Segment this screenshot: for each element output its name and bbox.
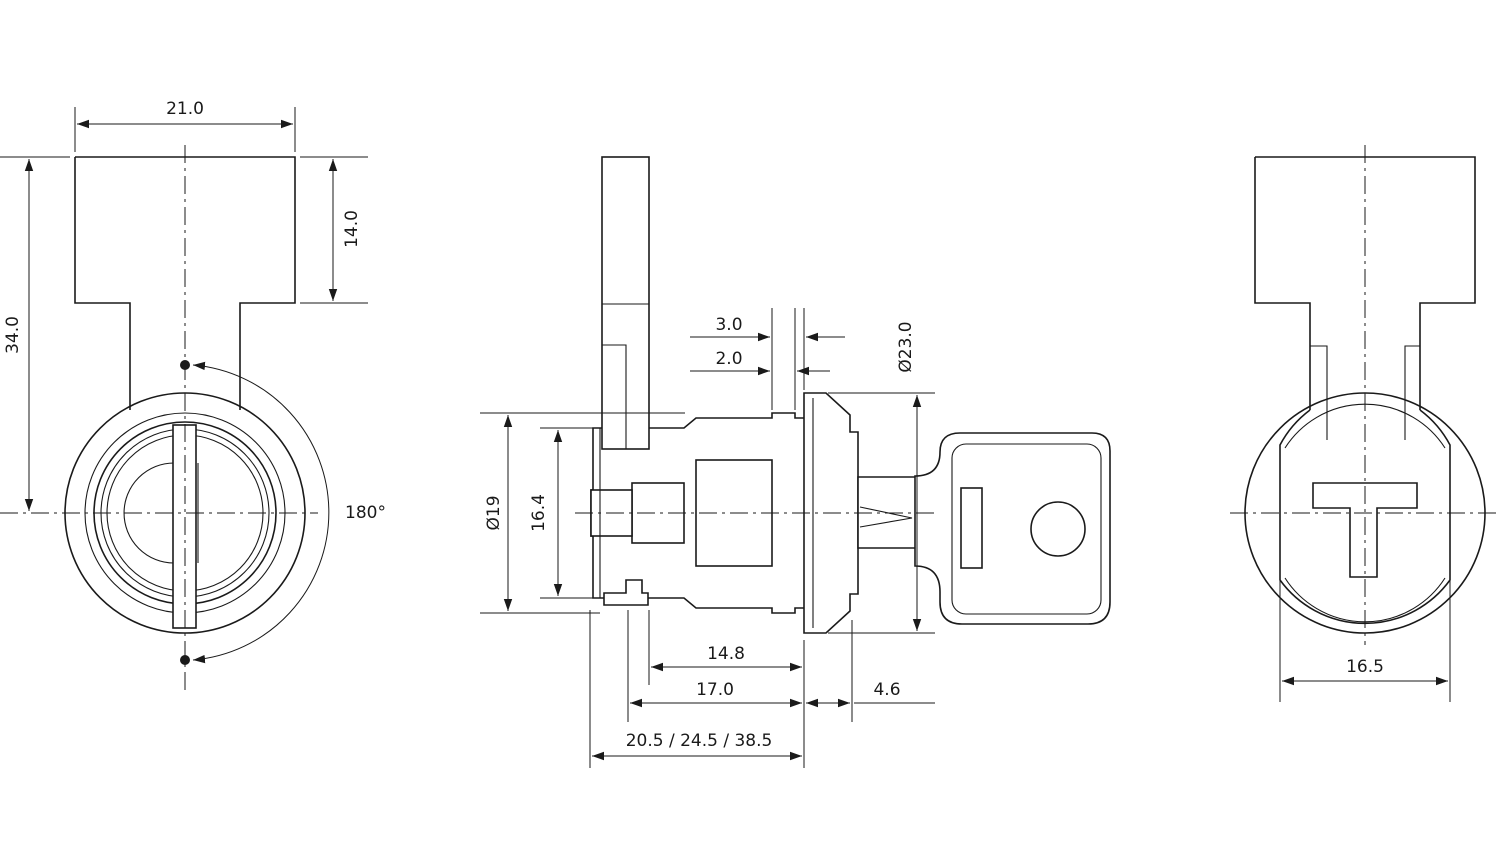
dim-side-thread: 16.4 [529, 494, 549, 532]
dim-rear-width: 16.5 [1346, 657, 1384, 677]
rotation-arc [192, 361, 330, 664]
dim-front-cam: 14.0 [342, 210, 362, 248]
front-pivot-bottom [180, 655, 190, 665]
rotation-label: 180° [345, 503, 386, 523]
dim-front-height: 34.0 [3, 316, 23, 354]
dim-side-170: 17.0 [696, 680, 734, 700]
dim-side-3: 3.0 [715, 315, 742, 335]
key-head [914, 432, 1111, 625]
dim-side-148: 14.8 [707, 644, 745, 664]
key-head-inner [951, 443, 1102, 615]
key-hole [1030, 501, 1086, 557]
dim-side-flange: Ø23.0 [896, 321, 916, 372]
side-view: 3.0 2.0 Ø23.0 Ø19 16.4 14.8 17.0 4.6 20.… [480, 156, 1111, 768]
front-view: 21.0 34.0 14.0 180° [0, 99, 386, 695]
key-slot [960, 487, 983, 569]
dim-side-46: 4.6 [873, 680, 900, 700]
dim-front-width: 21.0 [166, 99, 204, 119]
dim-side-lengths: 20.5 / 24.5 / 38.5 [626, 731, 773, 751]
rear-cam-outline [1254, 156, 1476, 410]
dim-side-2: 2.0 [715, 349, 742, 369]
front-pivot-top [180, 360, 190, 370]
front-cam-outline [74, 156, 296, 410]
rear-view: 16.5 [1230, 145, 1500, 702]
dim-side-body: Ø19 [484, 495, 504, 530]
side-nub [603, 579, 649, 606]
